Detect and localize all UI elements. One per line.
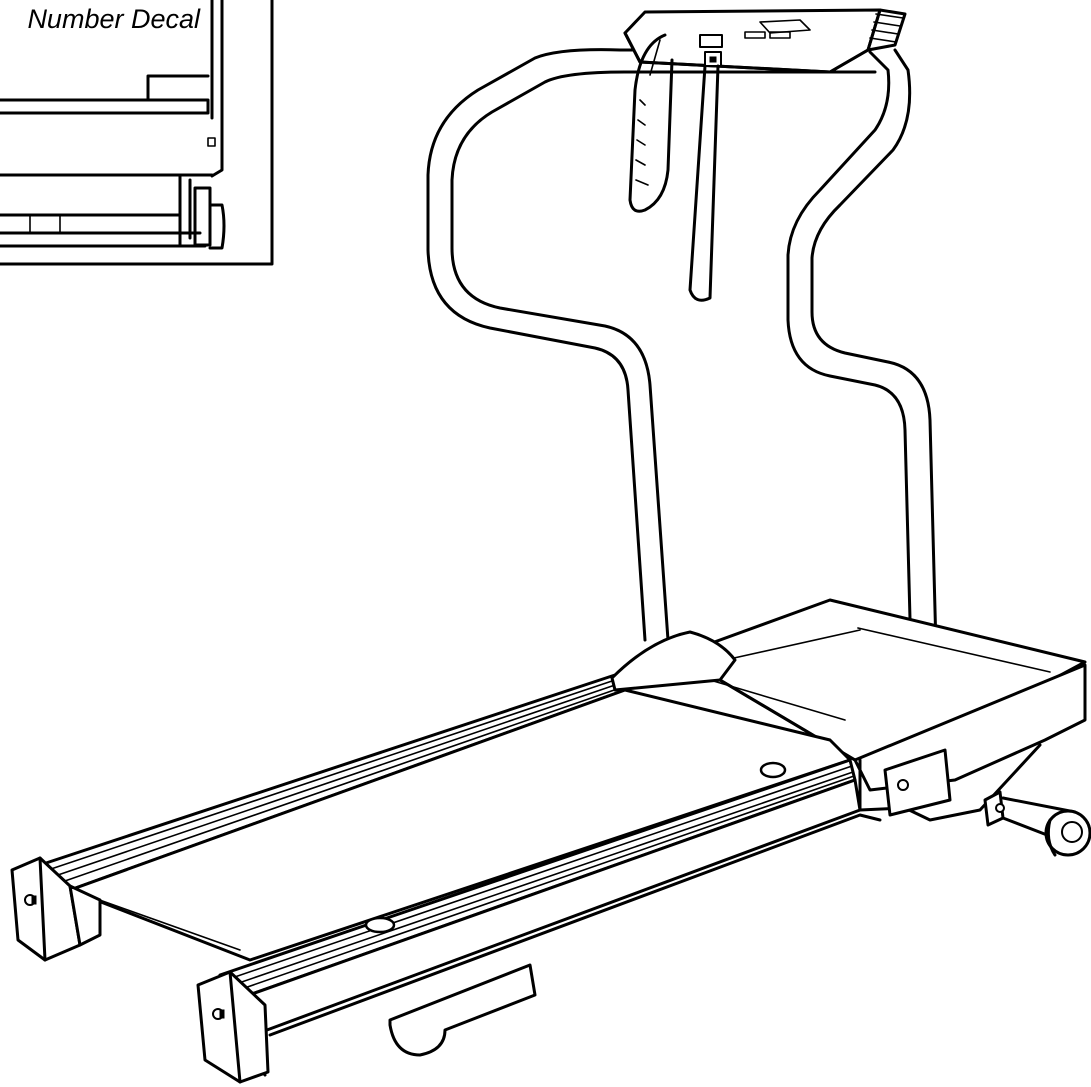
handrail-icon (426, 48, 942, 810)
inset-wheel (208, 203, 226, 250)
inset-upright-edge (210, 0, 224, 178)
inset-rail-ribs (29, 214, 61, 234)
inset-step (146, 74, 210, 102)
inset-bracket-plate (193, 186, 212, 247)
inset-decal-band (0, 98, 210, 115)
walking-belt-icon (68, 688, 852, 962)
inset-frame (0, 0, 274, 266)
treadmill-base (38, 598, 1087, 1077)
inset-bracket (178, 173, 192, 248)
console-icon (623, 8, 907, 74)
number-decal-label: Number Decal (27, 4, 200, 34)
inset-screw (207, 137, 216, 147)
safety-key-icon (628, 33, 720, 302)
rear-end-caps (10, 856, 270, 1084)
wheel-icon (883, 748, 1091, 857)
